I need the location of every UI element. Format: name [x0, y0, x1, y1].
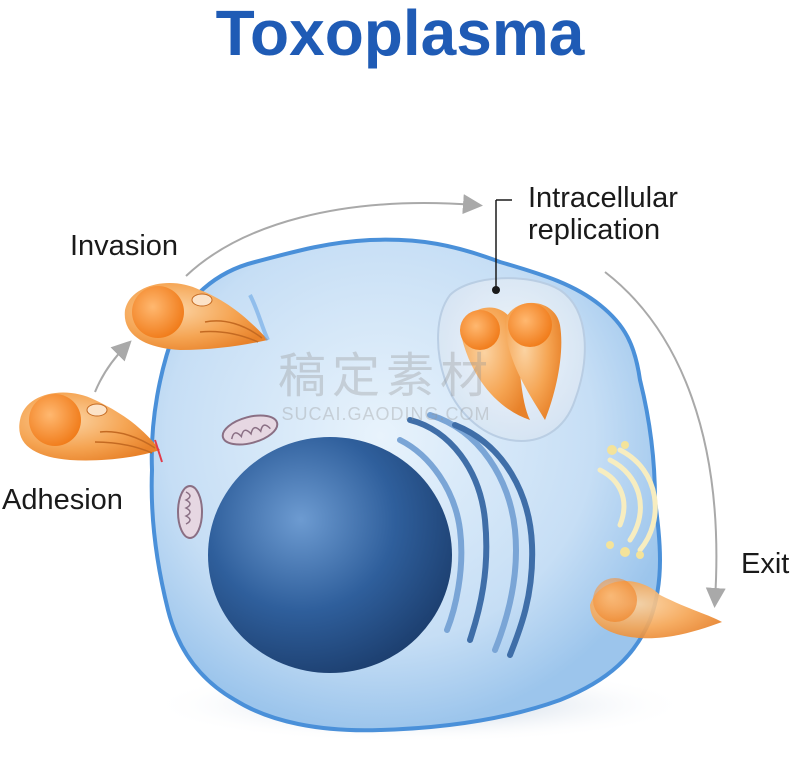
arrow-replication-to-exit [604, 271, 726, 608]
endoplasmic-reticulum [397, 412, 536, 658]
secretory-vesicles [597, 447, 658, 553]
watermark: 稿定素材 SUCAI.GAODING.COM [278, 336, 494, 425]
mitochondrion-icon [221, 414, 279, 446]
diagram-title: Toxoplasma [215, 0, 585, 69]
replicating-parasite-icon [505, 302, 562, 420]
exiting-parasite-icon [590, 578, 722, 639]
label-adhesion: Adhesion [2, 484, 123, 516]
label-exit: Exit [741, 548, 790, 580]
mitochondrion-icon [177, 485, 203, 539]
watermark-en: SUCAI.GAODING.COM [281, 404, 491, 424]
replication-pointer-dot [492, 286, 500, 294]
adhering-parasite-icon [19, 392, 160, 461]
invading-parasite-icon [124, 282, 268, 350]
arrow-invasion-to-replication [185, 194, 483, 277]
label-invasion: Invasion [70, 230, 179, 262]
arrow-adhesion-to-invasion [94, 340, 132, 393]
watermark-cn: 稿定素材 [278, 348, 495, 404]
label-intracellular-replication: Intracellular replication [528, 182, 678, 246]
nucleus [208, 437, 452, 673]
vesicle-dots [606, 441, 644, 559]
